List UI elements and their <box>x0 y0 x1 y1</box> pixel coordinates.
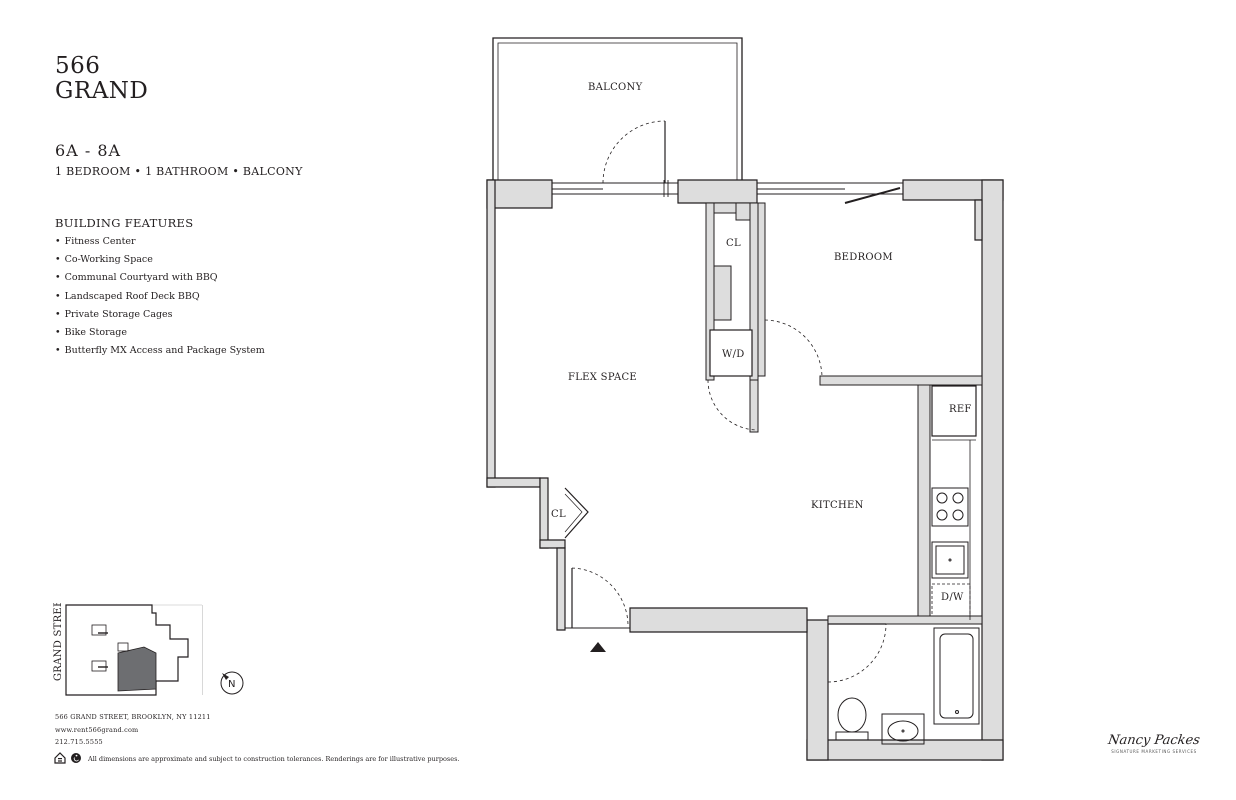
label-refrigerator: REF <box>949 404 972 415</box>
washer-dryer <box>709 329 753 377</box>
logo-script: Nancy Packes <box>1107 733 1201 748</box>
equal-housing-icon <box>54 752 66 764</box>
label-washer-dryer: W/D <box>722 349 745 360</box>
disclaimer: All dimensions are approximate and subje… <box>88 755 460 763</box>
compass-label: N <box>228 679 235 690</box>
closet-door <box>564 487 589 539</box>
features-heading: BUILDING FEATURES <box>55 216 194 230</box>
room-label-closet-entry: CL <box>551 509 566 520</box>
room-label-flex: FLEX SPACE <box>568 372 637 383</box>
building-name-number: 566 <box>55 53 101 79</box>
kitchen-sink-icon <box>931 541 969 579</box>
window-bedroom <box>757 182 903 204</box>
bathtub-icon <box>933 627 980 725</box>
brand-logo: Nancy Packes SIGNATURE MARKETING SERVICE… <box>1106 733 1202 754</box>
feature-item: Fitness Center <box>55 236 265 254</box>
exterior-walls <box>486 179 1004 761</box>
label-dishwasher: D/W <box>941 592 964 603</box>
feature-item: Communal Courtyard with BBQ <box>55 272 265 290</box>
unit-description: 1 BEDROOM • 1 BATHROOM • BALCONY <box>55 165 303 178</box>
footer-phone: 212.715.5555 <box>55 738 103 746</box>
feature-item: Bike Storage <box>55 327 265 345</box>
feature-item: Butterfly MX Access and Package System <box>55 345 265 363</box>
entry-arrow-icon <box>590 642 606 652</box>
compass-icon: N <box>220 671 244 695</box>
toilet-icon <box>835 697 869 741</box>
footer-website[interactable]: www.rent566grand.com <box>55 726 139 734</box>
feature-item: Landscaped Roof Deck BBQ <box>55 291 265 309</box>
accessibility-icon <box>71 753 81 763</box>
window-balcony <box>552 180 678 197</box>
balcony-door-swing <box>602 120 666 184</box>
building-name: 566 GRAND <box>55 54 148 104</box>
room-label-kitchen: KITCHEN <box>811 500 864 511</box>
interior-walls <box>705 202 983 625</box>
room-label-balcony: BALCONY <box>588 82 643 93</box>
key-plan: GRAND STREET N <box>53 603 244 696</box>
building-name-street: GRAND <box>55 78 149 104</box>
balcony-outline <box>492 37 743 180</box>
logo-subtitle: SIGNATURE MARKETING SERVICES <box>1111 749 1197 754</box>
bedroom-door-swing <box>764 319 823 378</box>
stove-icon <box>931 487 969 527</box>
room-label-bedroom: BEDROOM <box>834 252 893 263</box>
footer-address: 566 GRAND STREET, BROOKLYN, NY 11211 <box>55 713 211 721</box>
feature-item: Private Storage Cages <box>55 309 265 327</box>
features-list: Fitness Center Co-Working Space Communal… <box>55 236 265 363</box>
refrigerator <box>931 385 977 437</box>
unit-number: 6A - 8A <box>55 141 122 160</box>
feature-item: Co-Working Space <box>55 254 265 272</box>
fair-housing-icons <box>54 752 81 764</box>
bathroom-sink-icon <box>881 713 925 745</box>
room-label-closet-top: CL <box>726 238 741 249</box>
keyplan-street-label: GRAND STREET <box>53 603 64 681</box>
